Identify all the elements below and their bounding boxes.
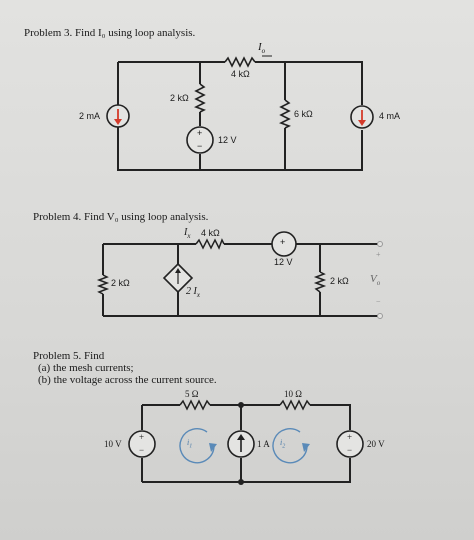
p4-vo-terminal-top [377,241,383,247]
problem5-part-a: (a) the mesh currents; [38,362,134,374]
p3-io-label: Io [258,41,266,56]
p5-vs-left-minus: − [139,445,145,455]
p4-r-top-label: 4 kΩ [201,228,220,238]
p3-wire-top-right [255,61,363,105]
p5-vs-left-plus: + [139,432,145,442]
p3-cs-left-label: 2 mA [79,111,101,121]
problem5-part-b: (b) the voltage across the current sourc… [38,374,217,386]
p4-vo-minus: − [376,297,381,306]
p3-resistor-4k-zigzag [224,56,256,68]
p5-node-bottom [238,479,244,485]
p5-vs-left-label: 10 V [104,439,122,449]
p4-resistor-right-2k-zigzag [313,271,327,293]
p4-vs-label: 12 V [274,257,293,267]
p4-resistor-4k-zigzag [195,238,225,250]
p5-wire-bottom [142,458,351,483]
p4-r-left-label: 2 kΩ [111,278,130,288]
p5-vs-right-minus: − [347,445,353,455]
p3-current-source-4mA [350,105,374,129]
p5-wire-top-right [310,404,351,430]
problem5-title: Problem 5. Find [33,350,105,362]
p4-voltage-source-12V [271,231,297,257]
p5-vs-right-label: 20 V [367,439,385,449]
p3-r-mid-label: 2 kΩ [170,93,189,103]
p3-vs-plus: + [197,128,203,138]
p5-mesh2-loop [272,428,310,464]
p5-cs-label: 1 A [257,439,270,449]
p3-voltage-source-12V [186,126,214,154]
p3-vs-minus: − [197,141,203,151]
p5-voltage-source-20V [336,430,364,458]
p3-cs-right-label: 4 mA [379,111,401,121]
p5-r-left-label: 5 Ω [185,389,199,399]
p3-resistor-2k-zigzag [194,83,206,113]
p5-mesh1-label: i1 [187,438,193,450]
p3-wire-right-bottom [117,127,363,171]
p5-voltage-source-10V [128,430,156,458]
p5-resistor-5-zigzag [179,399,211,411]
p4-vo-label: Vo [370,273,381,288]
p4-dependent-source [162,262,194,294]
p4-vs-plus: + [280,237,286,247]
p3-current-source-2mA [106,104,130,128]
p4-vo-plus: + [376,250,381,259]
p3-resistor-6k-zigzag [279,99,291,129]
p5-mesh2-label: i2 [280,438,286,450]
p5-r-right-label: 10 Ω [284,389,302,399]
p5-node-top [238,402,244,408]
p4-r-right-label: 2 kΩ [330,276,349,286]
p3-vs-label: 12 V [218,135,237,145]
problem4-title: Problem 4. Find V₀ using loop analysis. [33,211,209,223]
p5-current-source-1A [227,430,255,458]
p5-mesh1-loop [179,428,217,464]
p5-vs-right-plus: + [347,432,353,442]
p3-r-right-label: 6 kΩ [294,109,313,119]
p4-resistor-left-2k-zigzag [96,274,110,295]
problem3-title: Problem 3. Find I₀ using loop analysis. [24,27,196,39]
p5-resistor-10-zigzag [279,399,311,411]
p3-r-top-label: 4 kΩ [231,69,250,79]
p4-ix-label: Ix [184,227,191,240]
p4-vo-terminal-bottom [377,313,383,319]
p4-dep-label: 2 Ix [186,286,200,299]
